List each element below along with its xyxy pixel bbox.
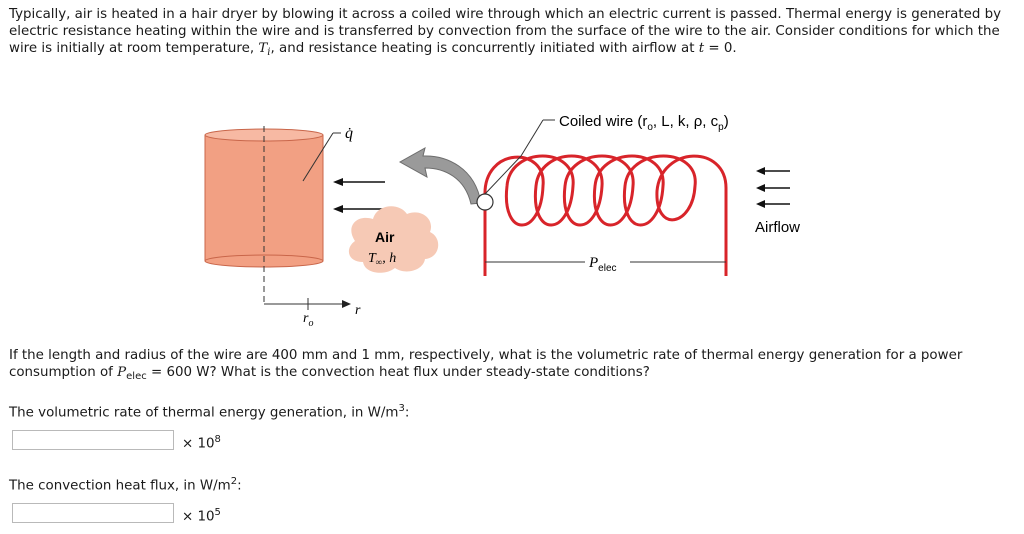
- question-text: If the length and radius of the wire are…: [9, 348, 963, 382]
- airflow-arrows: [756, 167, 790, 208]
- r-o-label: ro: [303, 311, 313, 329]
- airflow-label: Airflow: [755, 219, 800, 236]
- svg-text:Air: Air: [375, 229, 395, 245]
- answer-1-prompt: The volumetric rate of thermal energy ge…: [9, 403, 410, 421]
- answer-1-input[interactable]: [12, 430, 174, 450]
- answer-1-multiplier: × 108: [182, 434, 221, 452]
- convection-arrows: [333, 178, 385, 213]
- q-dot-label: q̇: [345, 125, 353, 142]
- answer-2-input[interactable]: [12, 503, 174, 523]
- answer-2-prompt: The convection heat flux, in W/m2:: [9, 476, 242, 494]
- svg-text:T∞, h: T∞, h: [368, 251, 396, 267]
- air-cloud: Air T∞, h: [348, 206, 439, 273]
- r-axis-label: r: [355, 303, 361, 318]
- coiled-wire: [483, 154, 728, 276]
- wire-cylinder: [204, 126, 351, 310]
- heat-transfer-arrow: [398, 146, 482, 205]
- answer-2-multiplier: × 105: [182, 507, 221, 525]
- coiled-wire-label: Coiled wire (ro, L, k, ρ, cp): [559, 113, 729, 133]
- intro-text: Typically, air is heated in a hair dryer…: [9, 7, 1002, 58]
- hair-dryer-diagram: r ro q̇ Air T∞, h Coiled wire (ro, L, k,…: [204, 113, 800, 329]
- p-elec-label: Pelec: [588, 255, 617, 274]
